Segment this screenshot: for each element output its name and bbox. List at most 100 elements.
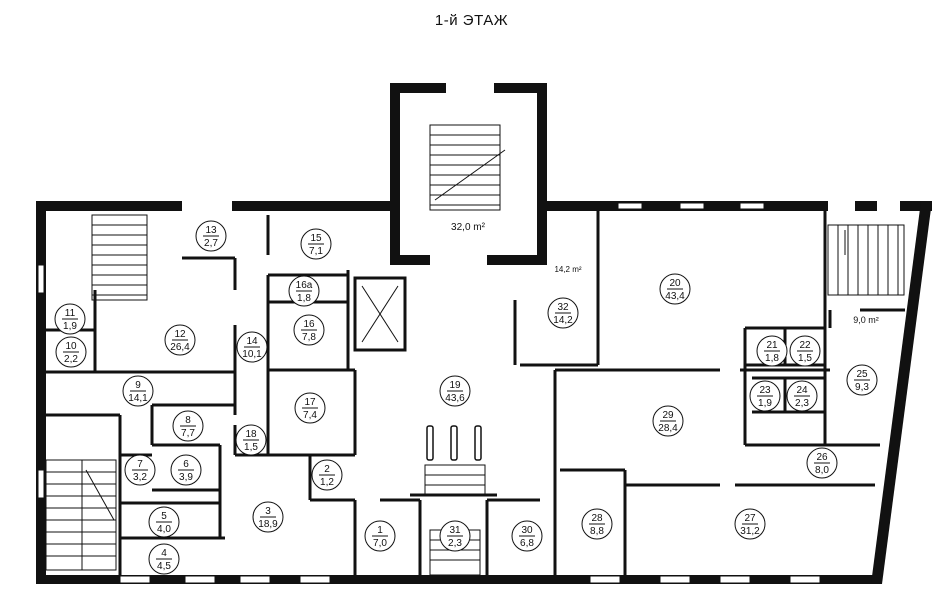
room-number: 21 [766, 340, 778, 351]
room-number: 16a [296, 280, 313, 291]
room-label-20: 20 43,4 [659, 273, 691, 305]
room-number: 7 [137, 459, 143, 470]
room-label-30: 306,8 [511, 520, 543, 552]
room-number: 1 [377, 525, 383, 536]
room-label-3: 318,9 [252, 501, 284, 533]
room-label-10: 102,2 [55, 336, 87, 368]
room-number: 15 [310, 233, 322, 244]
room-label-17: 177,4 [294, 392, 326, 424]
room-label-7: 73,2 [124, 454, 156, 486]
room-label-9: 914,1 [122, 375, 154, 407]
room-label-14: 14 10,1 [236, 331, 268, 363]
room-number: 28 [591, 513, 603, 524]
room-label-5: 54,0 [148, 506, 180, 538]
interior-walls [46, 211, 905, 575]
windows [37, 202, 821, 584]
room-area: 1,5 [798, 353, 812, 364]
room-label-26: 268,0 [806, 447, 838, 479]
room-label-8: 87,7 [172, 410, 204, 442]
room-area: 3,9 [179, 472, 193, 483]
room-area: 8,0 [815, 465, 829, 476]
room-area: 1,9 [758, 398, 772, 409]
room-label-6: 63,9 [170, 454, 202, 486]
room-label-19: 19 43,6 [439, 375, 471, 407]
stair-area-label: 32,0 m² [451, 222, 486, 233]
room-area: 9,3 [855, 382, 869, 393]
room-label-25: 259,3 [846, 364, 878, 396]
room-area: 7,8 [302, 332, 316, 343]
room-32-area-label: 14,2 m² [554, 265, 581, 274]
room-number: 14 [246, 336, 258, 347]
room-number: 32 [557, 302, 569, 313]
room-area: 1,8 [297, 293, 311, 304]
room-area: 2,7 [204, 238, 218, 249]
room-label-12: 12 26,4 [164, 324, 196, 356]
elevator [353, 276, 407, 352]
room-number: 11 [65, 308, 76, 319]
room-area: 43,4 [665, 291, 685, 302]
room-area: 4,0 [157, 524, 171, 535]
entrance-columns [426, 425, 482, 461]
room-label-22: 221,5 [789, 335, 821, 367]
room-number: 19 [449, 380, 461, 391]
room-label-23: 231,9 [749, 380, 781, 412]
room-number: 17 [304, 397, 316, 408]
room-number: 5 [161, 511, 167, 522]
room-area: 2,3 [795, 398, 809, 409]
room-area: 31,2 [740, 526, 760, 537]
room-area: 14,2 [553, 315, 573, 326]
room-number: 20 [669, 278, 681, 289]
room-number: 24 [796, 385, 808, 396]
room-label-15: 157,1 [300, 228, 332, 260]
room-area: 3,2 [133, 472, 147, 483]
stairs [45, 124, 905, 576]
room-number: 9 [135, 380, 141, 391]
room-number: 22 [799, 340, 811, 351]
room-label-2: 21,2 [311, 459, 343, 491]
room-area: 28,4 [658, 423, 678, 434]
floor-plan-title: 1-й ЭТАЖ [434, 12, 509, 29]
room-number: 25 [856, 369, 868, 380]
room-25-area-label: 9,0 m² [853, 315, 879, 325]
room-area: 7,4 [303, 410, 317, 421]
room-area: 4,5 [157, 561, 171, 572]
room-area: 2,2 [64, 354, 78, 365]
room-area: 43,6 [445, 393, 465, 404]
room-label-13: 132,7 [195, 220, 227, 252]
room-number: 4 [161, 548, 167, 559]
room-number: 12 [174, 329, 186, 340]
room-area: 18,9 [258, 519, 278, 530]
room-label-1: 17,0 [364, 520, 396, 552]
room-number: 10 [65, 341, 77, 352]
room-labels: 17,021,2318,944,554,063,973,287,7914,110… [54, 220, 878, 575]
room-label-32: 32 14,2 [547, 297, 579, 329]
room-area: 7,7 [181, 428, 195, 439]
room-label-16: 167,8 [293, 314, 325, 346]
room-label-28: 288,8 [581, 508, 613, 540]
room-area: 26,4 [170, 342, 190, 353]
room-area: 6,8 [520, 538, 534, 549]
room-label-24: 242,3 [786, 380, 818, 412]
room-area: 1,9 [63, 321, 77, 332]
room-label-18: 181,5 [235, 424, 267, 456]
room-label-4: 44,5 [148, 543, 180, 575]
room-number: 26 [816, 452, 828, 463]
room-area: 7,0 [373, 538, 387, 549]
room-number: 23 [759, 385, 771, 396]
room-label-27: 27 31,2 [734, 508, 766, 540]
room-number: 27 [744, 513, 756, 524]
room-area: 1,5 [244, 442, 258, 453]
room-label-11: 111,9 [54, 303, 86, 335]
room-area: 1,2 [320, 477, 334, 488]
room-number: 30 [521, 525, 533, 536]
room-area: 8,8 [590, 526, 604, 537]
room-number: 13 [205, 225, 217, 236]
room-area: 14,1 [128, 393, 148, 404]
room-number: 3 [265, 506, 271, 517]
room-label-21: 211,8 [756, 335, 788, 367]
room-area: 2,3 [448, 538, 462, 549]
room-area: 10,1 [242, 349, 262, 360]
room-number: 31 [449, 525, 461, 536]
